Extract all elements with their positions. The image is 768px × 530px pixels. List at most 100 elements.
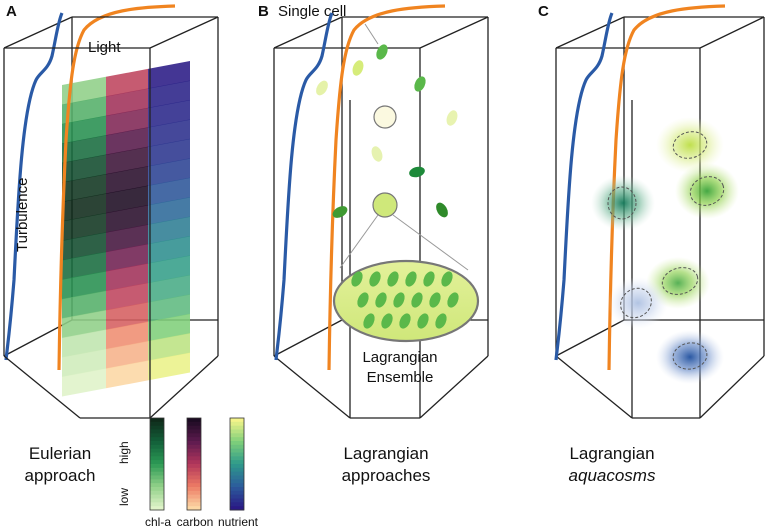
- turbulence-profile-c: [554, 12, 614, 361]
- cell-ensemble-source: [372, 192, 398, 218]
- strip-cell: [106, 341, 148, 369]
- turbulence-profile-b: [274, 12, 334, 361]
- ensemble-cell: [369, 271, 381, 287]
- strip-cell: [62, 173, 106, 203]
- strip-cell: [62, 310, 106, 339]
- cell: [371, 146, 383, 162]
- aquacosm-blob: [656, 117, 724, 173]
- ensemble-cell: [363, 313, 375, 329]
- strip-cell: [62, 135, 106, 164]
- strip-cell: [62, 232, 106, 261]
- strip-cell: [106, 185, 148, 214]
- strip-cell: [148, 197, 190, 225]
- panel-b: B Single cell: [258, 3, 489, 485]
- strip-cell: [148, 255, 190, 284]
- legend-bar-carbon: [186, 417, 202, 511]
- caption-a-line2: approach: [25, 466, 96, 485]
- strip-cell: [148, 61, 190, 89]
- single-cells: [316, 44, 458, 218]
- strip-cell: [148, 294, 190, 323]
- strip-cell: [62, 96, 106, 125]
- panel-letter-a: A: [6, 3, 17, 20]
- caption-c-line2: aquacosms: [569, 466, 656, 485]
- cell: [409, 166, 425, 178]
- ensemble-cell: [381, 313, 393, 329]
- ensemble-cell: [423, 271, 435, 287]
- strip-cell: [106, 88, 148, 117]
- strip-cell: [62, 76, 106, 105]
- strip-cell: [62, 212, 106, 241]
- panel-letter-c: C: [538, 3, 549, 20]
- strip-cell: [148, 138, 190, 167]
- legend-bar-nutrient: [229, 417, 245, 511]
- strip-cell: [148, 333, 190, 361]
- turbulence-profile: [4, 12, 64, 361]
- strip-cell: [106, 360, 148, 389]
- light-profile: [57, 4, 176, 371]
- ensemble-cell: [375, 292, 387, 308]
- aquacosm-blob: [675, 163, 739, 219]
- strip-cell: [62, 271, 106, 300]
- lagrangian-ensemble: [332, 259, 480, 343]
- colour-strip-carbon: [106, 68, 148, 389]
- strip-cell: [148, 80, 190, 109]
- aquacosm-blob: [591, 175, 655, 231]
- ensemble-cell: [447, 292, 459, 308]
- legend-label-carbon: carbon: [177, 515, 214, 529]
- colour-strip-nutrient: [148, 61, 190, 381]
- cell: [316, 80, 328, 96]
- strip-cell: [148, 158, 190, 186]
- panel-c: C: [538, 3, 765, 485]
- zoom-line-left: [339, 214, 379, 269]
- panel-a-box-front: [3, 16, 219, 419]
- aquacosm-blob: [656, 330, 724, 384]
- strip-cell: [148, 177, 190, 206]
- strip-cell: [148, 274, 190, 303]
- cell: [446, 110, 458, 126]
- strip-cell: [148, 235, 190, 264]
- strip-cell: [148, 352, 190, 381]
- zoom-line-right: [392, 214, 469, 271]
- strip-cell: [106, 146, 148, 175]
- caption-b-line1: Lagrangian: [343, 444, 428, 463]
- cell: [352, 60, 364, 76]
- ensemble-cell: [429, 292, 441, 308]
- strip-cell: [106, 166, 148, 194]
- caption-c-line1: Lagrangian: [569, 444, 654, 463]
- strip-cell: [62, 348, 106, 378]
- strip-cell: [106, 321, 148, 350]
- legend-label-chl-a: chl-a: [145, 515, 171, 529]
- turbulence-label: Turbulence: [14, 178, 31, 253]
- strip-cell: [106, 127, 148, 155]
- cell: [376, 44, 388, 60]
- panel-a: A Light Turbulence: [3, 3, 259, 529]
- strip-cell: [62, 329, 106, 358]
- strip-cell: [62, 154, 106, 183]
- caption-a-line1: Eulerian: [29, 444, 91, 463]
- ensemble-cell: [417, 313, 429, 329]
- strip-cell: [106, 302, 148, 330]
- cell: [436, 202, 448, 218]
- ensemble-cell: [435, 313, 447, 329]
- single-cell-pointer: [364, 23, 379, 45]
- strip-cell: [106, 263, 148, 292]
- strip-cell: [62, 368, 106, 397]
- light-profile-b: [327, 4, 446, 371]
- strip-cell: [62, 290, 106, 319]
- colour-strip-chl-a: [62, 76, 106, 397]
- cell-highlighted: [373, 105, 397, 129]
- cell: [332, 206, 348, 218]
- strip-cell: [106, 282, 148, 311]
- ensemble-cell: [441, 271, 453, 287]
- ensemble-cell: [393, 292, 405, 308]
- legend-bar-chl-a: [149, 417, 165, 511]
- legend: high low chl-a carbon nutrient: [117, 417, 259, 529]
- aquacosm-blob: [608, 277, 668, 329]
- strip-cell: [62, 193, 106, 222]
- ensemble-label-line2: Ensemble: [367, 369, 434, 386]
- legend-label-nutrient: nutrient: [218, 515, 259, 529]
- panel-letter-b: B: [258, 3, 269, 20]
- single-cell-label: Single cell: [278, 3, 346, 20]
- strip-cell: [106, 204, 148, 233]
